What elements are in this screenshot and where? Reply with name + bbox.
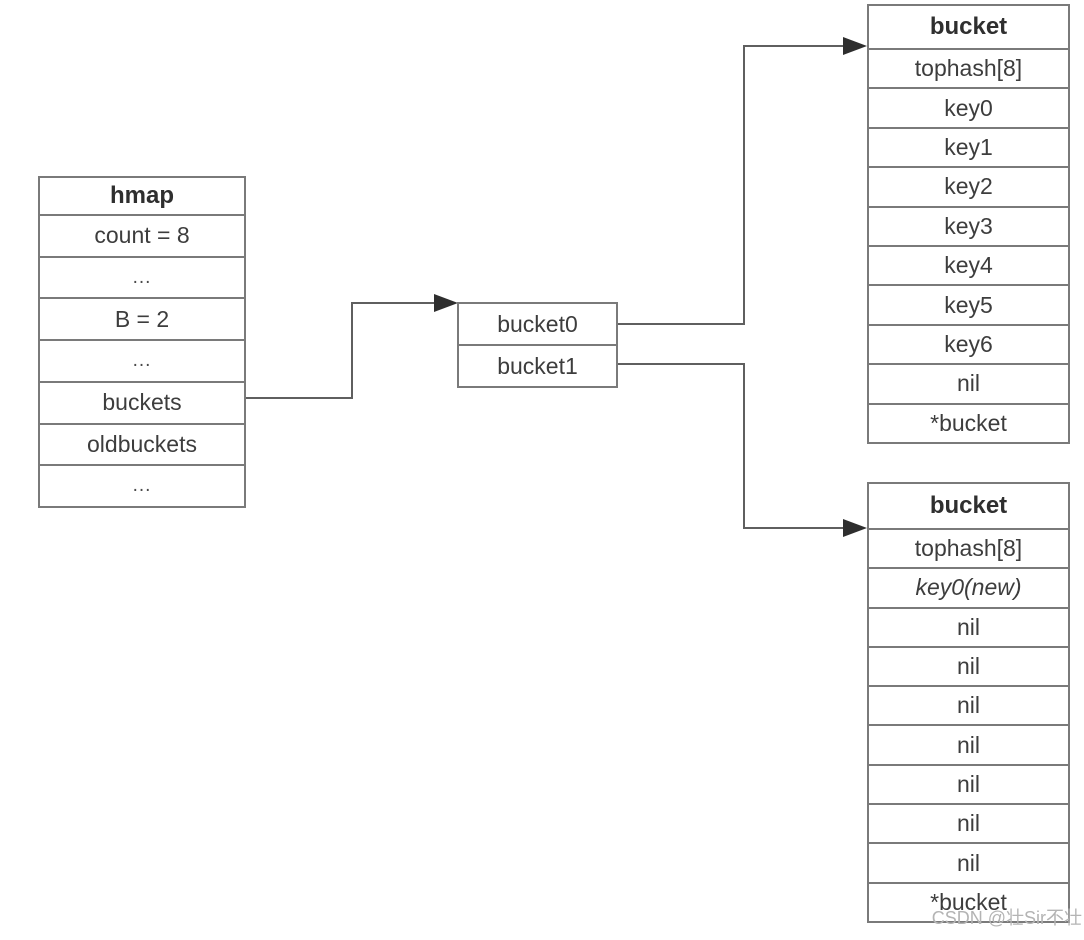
bucket-top-title: bucket xyxy=(869,6,1068,50)
hmap-row-buckets: buckets xyxy=(40,383,244,425)
bucket-bottom-row-nil-7: nil xyxy=(869,844,1068,884)
pointer-row-bucket1: bucket1 xyxy=(497,352,578,379)
pointer-row-bucket0: bucket0 xyxy=(459,304,616,346)
bucket-bottom-row-overflow-pointer: *bucket xyxy=(930,888,1007,915)
connector-bucket0-to-top-bucket xyxy=(618,45,844,325)
bucket-top-row-key1: key1 xyxy=(869,129,1068,169)
bucket-bottom-row-key0-new: key0(new) xyxy=(869,569,1068,609)
bucket-pointers-box: bucket0 bucket1 xyxy=(457,302,618,388)
bucket-top-row-tophash: tophash[8] xyxy=(869,50,1068,90)
bucket-bottom-title: bucket xyxy=(869,484,1068,530)
arrowhead-bucket1-to-bottom-bucket xyxy=(843,519,867,537)
hmap-row-oldbuckets: oldbuckets xyxy=(40,425,244,467)
bucket-top-row-overflow-pointer: *bucket xyxy=(930,409,1007,436)
bucket-top-row-key4: key4 xyxy=(869,247,1068,287)
connector-buckets-to-pointers xyxy=(246,302,436,399)
bucket-bottom-row-nil-1: nil xyxy=(869,609,1068,648)
bucket-top-box: bucket tophash[8] key0 key1 key2 key3 ke… xyxy=(867,4,1070,444)
bucket-bottom-row-nil-5: nil xyxy=(869,766,1068,806)
hmap-title: hmap xyxy=(40,178,244,216)
bucket-top-row-key5: key5 xyxy=(869,286,1068,326)
hmap-row-ellipsis-3: ... xyxy=(132,475,152,497)
bucket-bottom-row-nil-4: nil xyxy=(869,726,1068,766)
hmap-row-b: B = 2 xyxy=(40,299,244,342)
bucket-bottom-row-nil-2: nil xyxy=(869,648,1068,688)
hmap-box: hmap count = 8 ... B = 2 ... buckets old… xyxy=(38,176,246,508)
bucket-top-row-key2: key2 xyxy=(869,168,1068,208)
connector-bucket1-to-bottom-bucket xyxy=(618,363,844,529)
bucket-bottom-box: bucket tophash[8] key0(new) nil nil nil … xyxy=(867,482,1070,923)
arrowhead-bucket0-to-top-bucket xyxy=(843,37,867,55)
bucket-top-row-nil: nil xyxy=(869,365,1068,405)
bucket-bottom-row-nil-6: nil xyxy=(869,805,1068,845)
bucket-top-row-key3: key3 xyxy=(869,208,1068,248)
bucket-bottom-row-tophash: tophash[8] xyxy=(869,530,1068,570)
bucket-bottom-row-nil-3: nil xyxy=(869,687,1068,727)
hmap-row-ellipsis-1: ... xyxy=(40,258,244,300)
bucket-top-row-key6: key6 xyxy=(869,326,1068,366)
csdn-watermark: CSDN @壮Sir不壮 xyxy=(931,908,1082,928)
bucket-top-row-key0: key0 xyxy=(869,89,1068,129)
hmap-row-count: count = 8 xyxy=(40,216,244,258)
arrowhead-buckets-to-pointers xyxy=(434,294,458,312)
hmap-row-ellipsis-2: ... xyxy=(40,341,244,383)
